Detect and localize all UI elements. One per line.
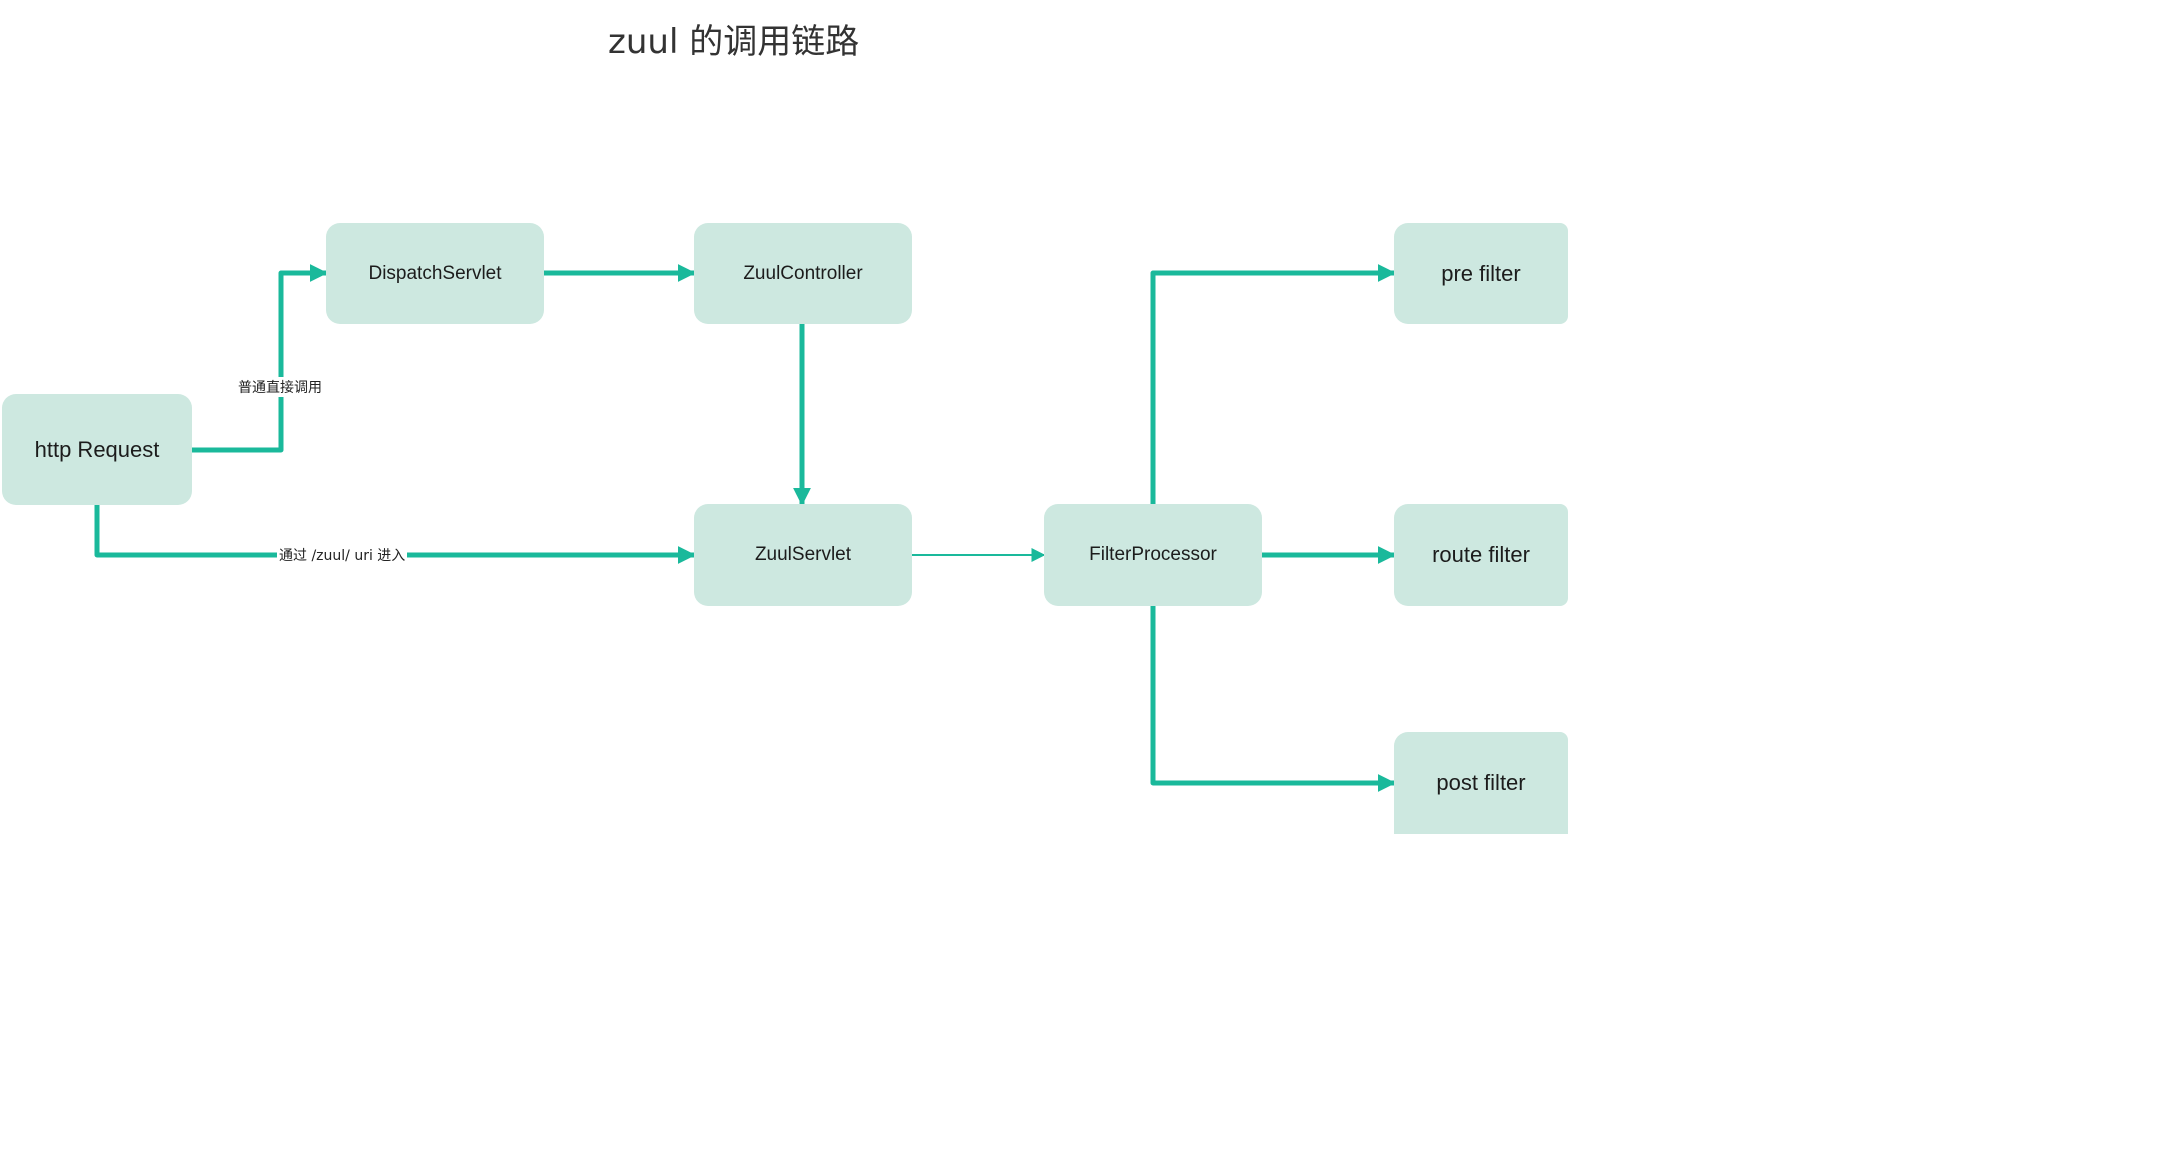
node-dispatch-servlet: DispatchServlet (326, 223, 544, 324)
node-zuul-controller: ZuulController (694, 223, 912, 324)
edge-filterprocessor-to-postfilter (1150, 606, 1396, 792)
edge-request-to-dispatchservlet (192, 264, 328, 453)
edge-label-via-zuul-uri: 通过 /zuul/ uri 进入 (277, 545, 408, 565)
node-filter-processor: FilterProcessor (1044, 504, 1262, 606)
edges-layer (94, 264, 1396, 792)
node-pre-filter: pre filter (1394, 223, 1568, 324)
edge-request-to-zuulservlet (94, 505, 696, 564)
node-http-request: http Request (2, 394, 192, 505)
node-post-filter: post filter (1394, 732, 1568, 834)
diagram-title: zuul 的调用链路 (608, 22, 860, 62)
diagram-canvas: zuul 的调用链路 普通直接调用 通过 /zuul/ uri 进入 (2, 22, 1568, 834)
node-route-filter: route filter (1394, 504, 1568, 606)
node-zuul-servlet: ZuulServlet (694, 504, 912, 606)
edge-filterprocessor-to-prefilter (1150, 264, 1396, 504)
edge-label-direct-call: 普通直接调用 (236, 377, 324, 397)
